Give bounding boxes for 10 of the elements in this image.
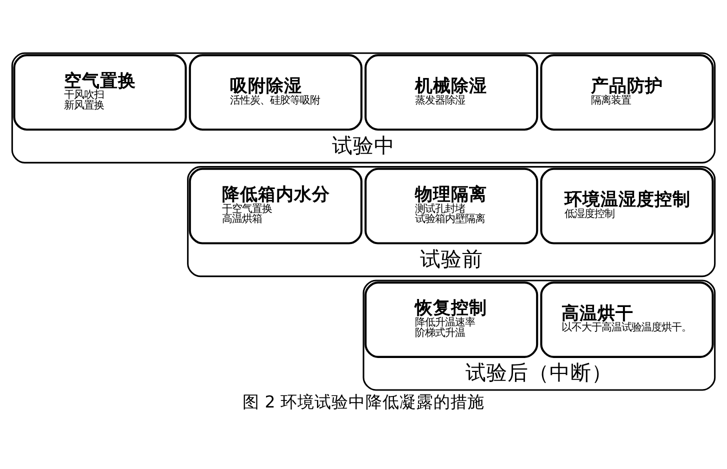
- node-box: 环境温湿度控制 低湿度控制: [540, 167, 714, 244]
- node-box: 降低箱内水分 干空气置换 高温烘箱: [188, 167, 362, 244]
- node-box: 高温烘干 以不大于高温试验温度烘干。: [540, 281, 714, 358]
- caption: 图 2 环境试验中降低凝露的措施: [242, 392, 485, 411]
- node-box: 空气置换 干风吹扫 新风置换: [13, 54, 187, 130]
- node-box: 机械除湿 蒸发器除湿: [364, 54, 538, 130]
- node-box: 产品防护 隔离装置: [540, 54, 714, 130]
- node-box: 吸附除湿 活性炭、硅胶等吸附: [188, 54, 362, 130]
- node-box: 物理隔离 测试孔封堵 试验箱内壁隔离: [364, 167, 538, 244]
- node-box: 恢复控制 降低升温速率 阶梯式升温: [364, 281, 538, 358]
